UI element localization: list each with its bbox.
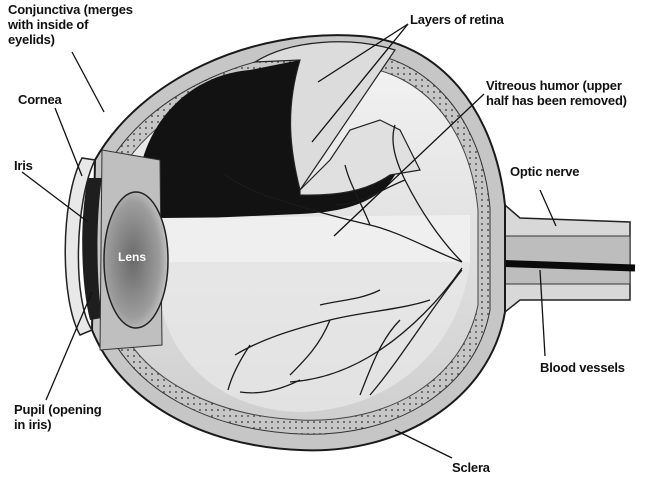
label-blood-vessels: Blood vessels xyxy=(540,360,625,375)
label-iris: Iris xyxy=(14,158,33,173)
label-sclera: Sclera xyxy=(452,460,490,475)
label-optic-nerve: Optic nerve xyxy=(510,164,579,179)
light-band xyxy=(160,215,470,262)
label-conjunctiva-line-3: eyelids) xyxy=(8,32,133,47)
label-conjunctiva-line-2: with inside of xyxy=(8,17,133,32)
label-lens: Lens xyxy=(118,250,146,264)
label-conjunctiva: Conjunctiva (merges with inside of eyeli… xyxy=(8,2,133,47)
label-pupil: Pupil (opening in iris) xyxy=(14,402,101,432)
label-vitreous-line-2: half has been removed) xyxy=(486,93,627,108)
label-pupil-line-2: in iris) xyxy=(14,417,101,432)
label-cornea: Cornea xyxy=(18,92,62,107)
label-vitreous-humor: Vitreous humor (upper half has been remo… xyxy=(486,78,627,108)
label-conjunctiva-line-1: Conjunctiva (merges xyxy=(8,2,133,17)
label-pupil-line-1: Pupil (opening xyxy=(14,402,101,417)
label-layers-of-retina: Layers of retina xyxy=(410,12,504,27)
label-vitreous-line-1: Vitreous humor (upper xyxy=(486,78,627,93)
